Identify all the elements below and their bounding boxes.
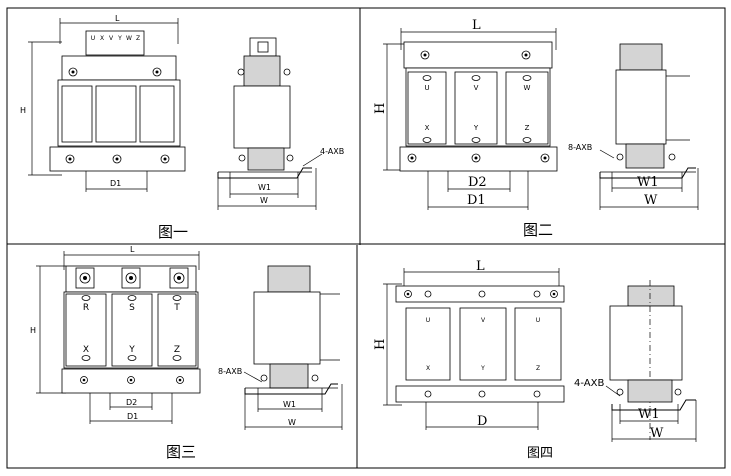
coil-top-label: U xyxy=(426,317,430,324)
fig2-hole-label: 8-AXB xyxy=(568,143,592,152)
terminal-screw-icon xyxy=(471,137,481,143)
fig4-coil-3 xyxy=(514,307,562,381)
terminal-screw-icon xyxy=(422,137,432,143)
terminal-screw-icon xyxy=(422,75,432,81)
coil-top-label: T xyxy=(173,303,180,313)
fig1-caption: 图一 xyxy=(158,223,188,241)
fig1-dim-w: W xyxy=(260,196,268,205)
terminal-screw-icon xyxy=(127,295,137,301)
terminal-screw-icon xyxy=(172,295,182,301)
fig1-terminal-label: X xyxy=(100,35,104,42)
coil-top-label: V xyxy=(474,84,479,92)
fig1-hole-label: 4-AXB xyxy=(320,147,344,156)
coil-bottom-label: Z xyxy=(536,365,540,372)
terminal-screw-icon xyxy=(81,295,91,301)
fig1-dim-d1: D1 xyxy=(110,179,121,188)
fig2-coil-1 xyxy=(407,71,447,145)
terminal-screw-icon xyxy=(522,75,532,81)
fig4-caption: 图四 xyxy=(527,446,553,461)
fig3-coil-1 xyxy=(65,293,107,367)
fig1-terminal-block xyxy=(85,30,145,56)
figure-2: L H U X V Y W Z D2 D1 W xyxy=(373,18,699,239)
fig1-terminal-label: U xyxy=(91,35,95,42)
coil-bottom-label: Y xyxy=(128,345,135,355)
fig4-dim-h: H xyxy=(373,339,388,350)
fig2-dim-l: L xyxy=(472,18,481,33)
coil-bottom-label: X xyxy=(83,345,89,355)
fig1-dim-h: H xyxy=(20,106,26,115)
fig4-hole-label: 4-AXB xyxy=(574,378,604,389)
fig1-terminal-label: Z xyxy=(136,35,140,42)
coil-top-label: U xyxy=(424,84,429,92)
fig3-coil-3 xyxy=(157,293,197,367)
fig1-terminal-label: Y xyxy=(117,35,122,42)
coil-top-label: V xyxy=(481,317,486,324)
fig2-dim-d2: D2 xyxy=(468,175,487,190)
fig1-terminal-label: V xyxy=(109,35,114,42)
coil-top-label: R xyxy=(83,303,89,313)
fig4-coil-2 xyxy=(459,307,507,381)
fig3-dim-d1: D1 xyxy=(127,412,138,421)
terminal-screw-icon xyxy=(172,355,182,361)
fig3-dim-h: H xyxy=(30,326,36,335)
fig2-dim-d1: D1 xyxy=(467,193,486,208)
fig2-coil-3 xyxy=(505,71,549,145)
fig1-dim-l: L xyxy=(115,14,120,23)
fig1-dim-w1: W1 xyxy=(258,183,271,192)
coil-bottom-label: X xyxy=(426,365,430,372)
fig3-hole-label: 8-AXB xyxy=(218,367,242,376)
fig1-terminal-label: W xyxy=(126,35,132,42)
coil-bottom-label: Z xyxy=(525,124,530,132)
fig3-dim-d2: D2 xyxy=(126,398,137,407)
fig2-caption: 图二 xyxy=(523,221,553,239)
coil-top-label: W xyxy=(524,84,531,92)
fig3-dim-w: W xyxy=(288,418,296,427)
figure-3: L H R X S Y T Z D2 D1 xyxy=(30,245,343,461)
fig2-dim-h: H xyxy=(373,103,388,114)
fig2-dim-w1: W1 xyxy=(637,175,659,190)
coil-bottom-label: Y xyxy=(480,365,485,372)
terminal-screw-icon xyxy=(471,75,481,81)
fig4-dim-d: D xyxy=(477,414,487,429)
coil-top-label: S xyxy=(129,303,135,313)
fig3-dim-w1: W1 xyxy=(283,400,296,409)
fig2-coil-2 xyxy=(454,71,498,145)
outer-frame xyxy=(6,7,726,469)
fig2-dim-w: W xyxy=(644,193,658,208)
fig4-coil-1 xyxy=(405,307,451,381)
coil-top-label: U xyxy=(536,317,540,324)
fig4-dim-w1: W1 xyxy=(638,407,660,422)
terminal-screw-icon xyxy=(522,137,532,143)
fig3-caption: 图三 xyxy=(166,443,196,461)
coil-bottom-label: Z xyxy=(174,345,180,355)
fig4-dim-l: L xyxy=(476,259,485,274)
terminal-screw-icon xyxy=(127,355,137,361)
figure-4: L H U X V Y U Z D W1 W xyxy=(373,259,697,461)
fig3-coil-2 xyxy=(111,293,153,367)
fig3-dim-l: L xyxy=(130,245,135,254)
fig4-dim-w: W xyxy=(650,426,664,441)
terminal-screw-icon xyxy=(81,355,91,361)
coil-bottom-label: Y xyxy=(473,124,479,132)
coil-bottom-label: X xyxy=(425,124,430,132)
